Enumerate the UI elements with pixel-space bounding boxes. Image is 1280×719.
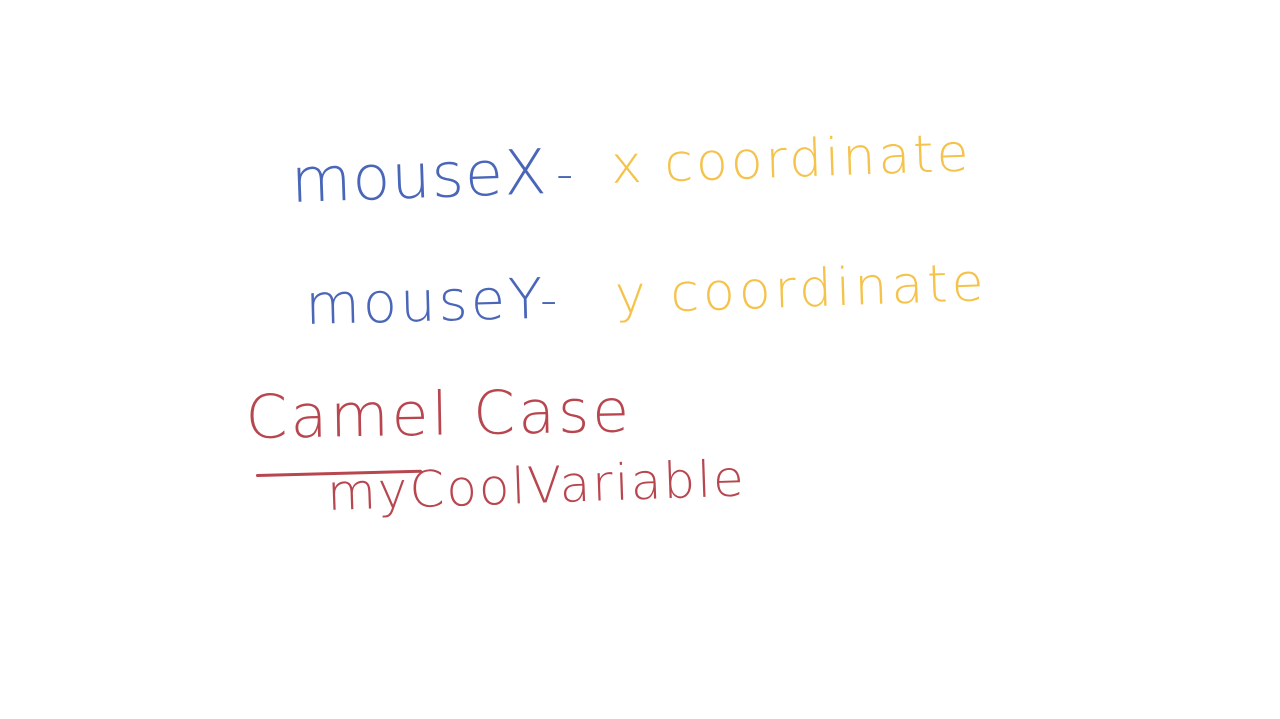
camel-case-title: Camel Case xyxy=(244,376,633,453)
camel-case-example: myCoolVariable xyxy=(326,449,747,522)
mousex-term: mouseX xyxy=(289,135,549,217)
mousey-term: mouseY xyxy=(304,266,547,338)
mousey-description: y coordinate xyxy=(614,253,989,326)
separator-dash: - xyxy=(540,272,560,328)
mousex-description: x coordinate xyxy=(610,123,973,196)
separator-dash: - xyxy=(556,146,576,202)
